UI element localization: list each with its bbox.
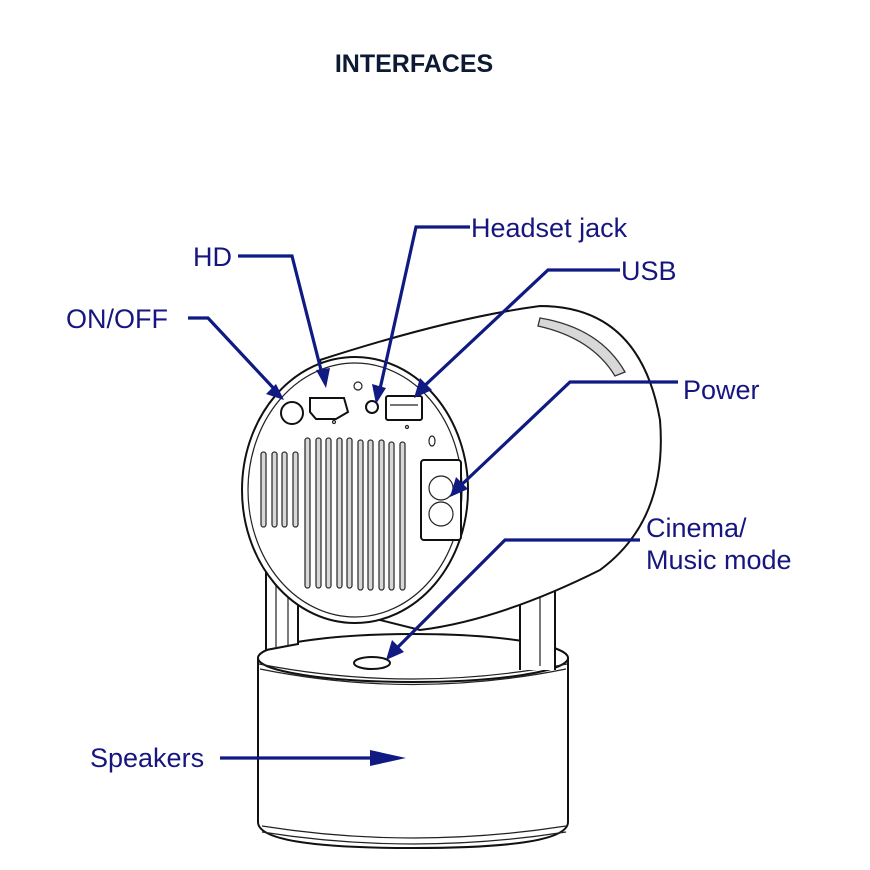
hdmi-port [309,397,350,420]
label-on-off: ON/OFF [66,304,168,334]
back-panel [241,356,469,624]
label-usb: USB [621,256,677,286]
label-speakers: Speakers [90,743,204,773]
speaker-grille [537,317,626,377]
callout-speakers [220,750,406,766]
headset-port [365,400,379,414]
vent-slots [260,437,406,591]
diagram-title: INTERFACES [334,50,494,78]
label-cinema-mode: Cinema/ [646,513,747,543]
callout-cinema [386,538,640,660]
callout-on-off [188,316,284,400]
label-power: Power [683,375,760,405]
callout-hd [238,254,330,388]
label-headset-jack: Headset jack [471,213,628,243]
speaker-base [257,633,569,850]
power-button [280,401,304,425]
callout-power [450,380,678,497]
callout-headset [372,225,470,404]
callout-usb [414,268,620,398]
label-hd: HD [193,242,232,272]
label-music-mode: Music mode [646,545,792,575]
mode-button [353,656,391,670]
usb-port [385,395,423,421]
